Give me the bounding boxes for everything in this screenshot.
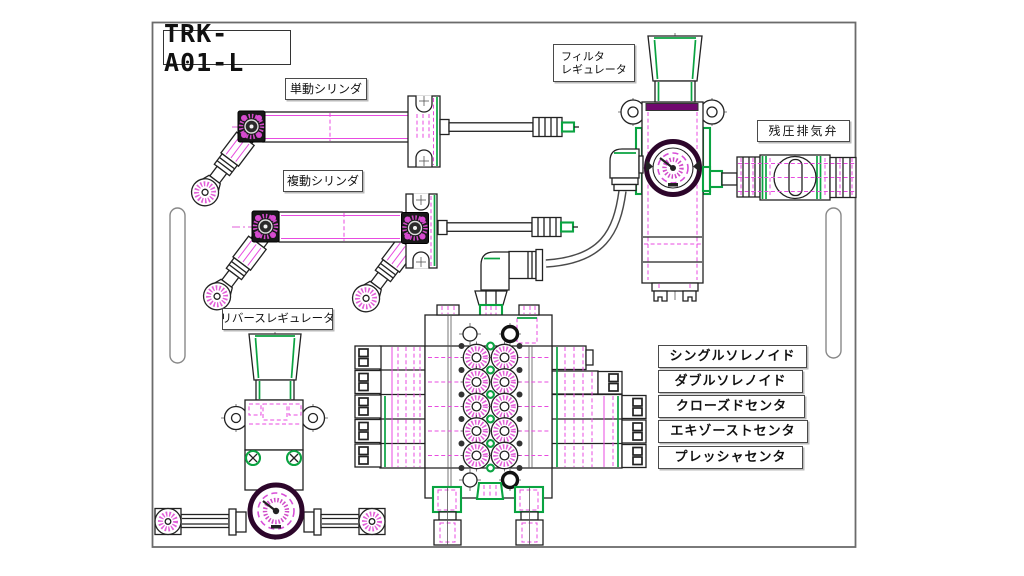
solenoid-valve-manifold-drawing [354,304,647,546]
label-single-solenoid: シングルソレノイド [658,345,807,368]
single-acting-cylinder-drawing [186,95,579,212]
label-filter-regulator: フィルタ レギュレータ [553,44,635,82]
drawing-title: TRK-A01-L [163,19,291,77]
right-handle-slot [825,207,842,359]
valve-left-connectors [354,345,382,468]
label-closed-center: クローズドセンタ [658,395,805,418]
label-exhaust-center: エキゾーストセンタ [658,420,808,443]
bottom-fitting-right [513,485,545,546]
label-filter-regulator-line2: レギュレータ [561,63,627,76]
label-double-solenoid: ダブルソレノイド [658,370,803,393]
pilot-ports [458,341,523,473]
label-filter-regulator-line1: フィルタ [561,49,605,63]
manifold-elbow-fitting [474,248,544,319]
bottom-fitting-left [431,485,463,546]
label-residual-pressure-exhaust-valve: 残圧排気弁 [757,120,850,142]
double-acting-cylinder-drawing [198,193,578,318]
label-single-acting-cylinder: 単動シリンダ [285,78,367,100]
air-tube [545,190,627,268]
label-double-acting-cylinder: 複動シリンダ [283,170,363,192]
left-handle-slot [169,207,186,364]
filter-regulator-drawing [609,33,727,302]
residual-pressure-exhaust-valve-drawing [701,154,857,201]
label-reverse-regulator: リバースレギュレータ [220,308,335,330]
reverse-regulator-drawing [155,332,385,540]
label-pressure-center: プレッシャセンタ [658,446,803,469]
